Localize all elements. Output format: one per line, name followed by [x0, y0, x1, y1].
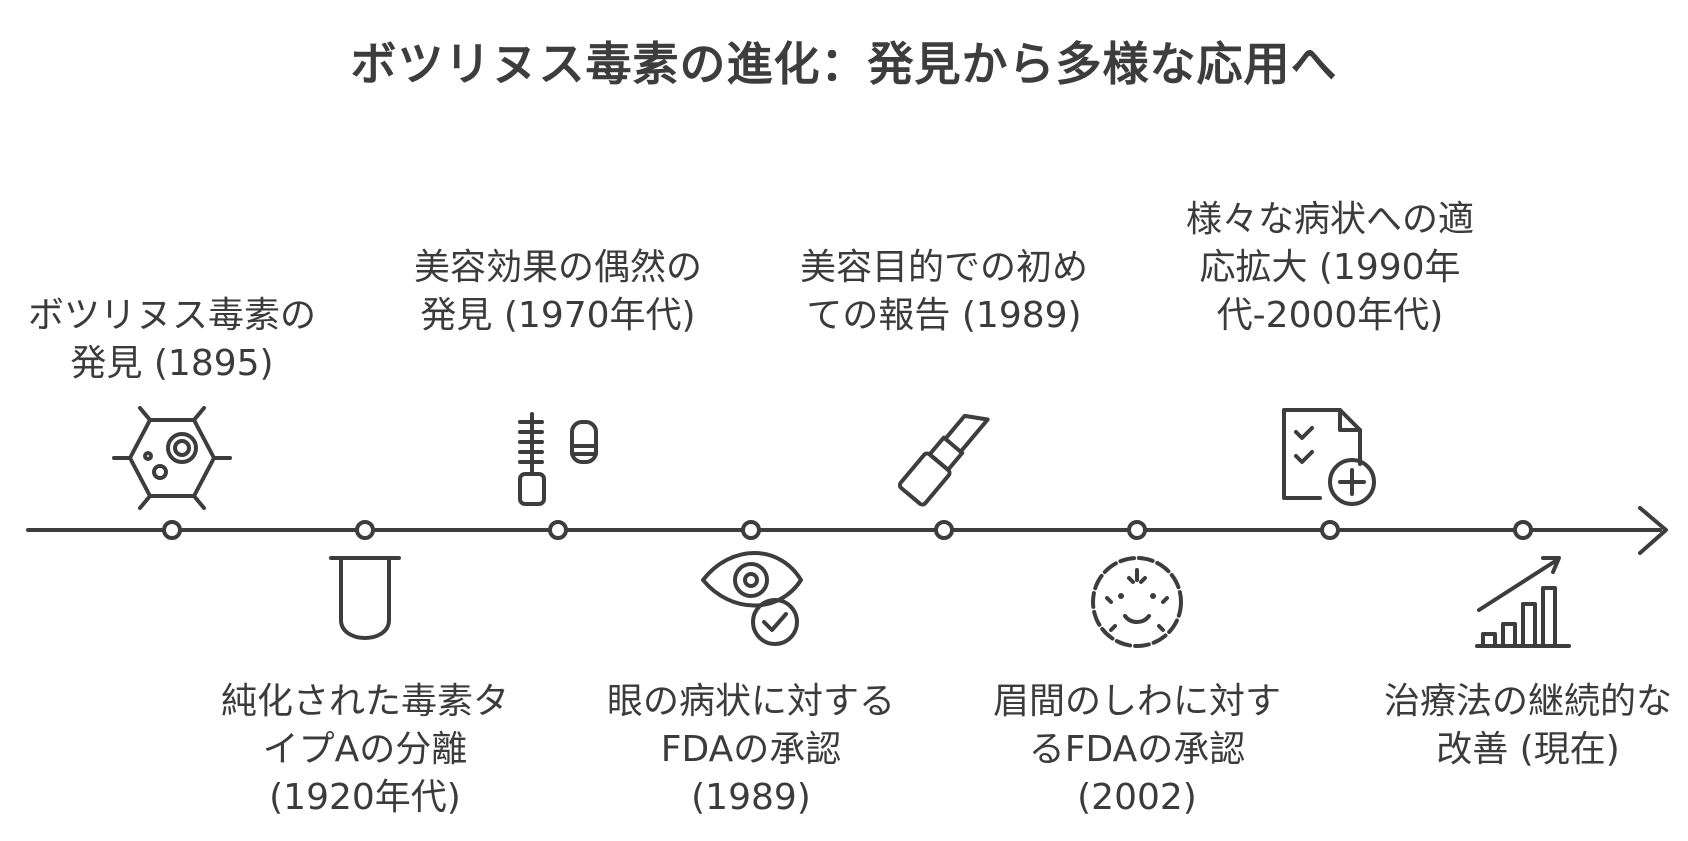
mascara-icon	[518, 412, 598, 506]
diagram-title: ボツリヌス毒素の進化：発見から多様な応用へ	[350, 37, 1338, 91]
event-marker-5	[934, 520, 954, 540]
event-label-7: 様々な病状への適応拡大 (1990年代-2000年代)	[1186, 199, 1475, 336]
event-label-4: 眼の病状に対するFDAの承認 (1989)	[606, 681, 895, 818]
event-label-2: 純化された毒素タイプAの分離 (1920年代)	[220, 681, 509, 818]
growth-chart-icon	[1475, 556, 1571, 648]
event-label-6: 眉間のしわに対するFDAの承認 (2002)	[992, 681, 1281, 818]
lipstick-icon	[897, 413, 990, 507]
event-marker-6	[1127, 520, 1147, 540]
event-marker-8	[1513, 520, 1533, 540]
event-marker-4	[741, 520, 761, 540]
event-marker-1	[162, 520, 182, 540]
event-marker-3	[548, 520, 568, 540]
face-icon	[1091, 556, 1183, 648]
event-label-1: ボツリヌス毒素の発見 (1895)	[27, 295, 316, 384]
event-label-5: 美容目的での初めての報告 (1989)	[799, 247, 1088, 336]
test-tube-icon	[329, 556, 401, 640]
event-marker-2	[355, 520, 375, 540]
molecule-icon	[112, 406, 232, 510]
event-label-3: 美容効果の偶然の発見 (1970年代)	[413, 247, 702, 336]
event-label-8: 治療法の継続的な改善 (現在)	[1383, 681, 1672, 770]
event-markers	[162, 520, 1533, 540]
timeline-axis	[26, 506, 1668, 555]
event-marker-7	[1320, 520, 1340, 540]
eye-check-icon	[701, 551, 803, 646]
medical-document-icon	[1282, 408, 1376, 506]
